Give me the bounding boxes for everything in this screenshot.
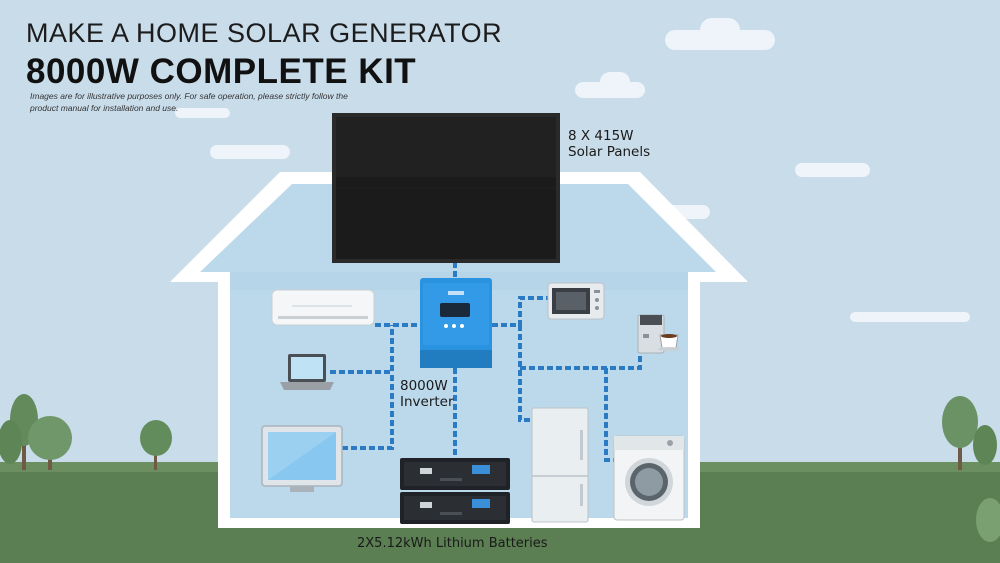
disclaimer-text: Images are for illustrative purposes onl…	[30, 91, 348, 113]
cloud	[600, 72, 630, 92]
washing-machine-icon	[613, 435, 685, 521]
tree-icon	[942, 396, 997, 470]
inverter	[420, 278, 492, 368]
cloud	[700, 18, 740, 42]
monitor-icon	[261, 425, 343, 492]
battery-label: 2X5.12kWh Lithium Batteries	[357, 536, 548, 551]
heading-line1: MAKE A HOME SOLAR GENERATOR	[26, 18, 503, 48]
laptop-icon	[280, 354, 334, 390]
tree-icon	[976, 498, 1000, 542]
tree-icon	[140, 420, 172, 470]
inverter-label: 8000W Inverter	[400, 378, 454, 410]
heading-line2: 8000W COMPLETE KIT	[26, 52, 417, 91]
air-conditioner-icon	[271, 289, 375, 326]
solar-panel	[332, 113, 560, 263]
battery-icon	[400, 492, 510, 524]
refrigerator-icon	[531, 407, 589, 523]
microwave-icon	[547, 282, 605, 320]
solar-panels-label: 8 X 415W Solar Panels	[568, 128, 651, 160]
cloud	[850, 312, 970, 322]
cloud	[795, 163, 870, 177]
tree-icon	[0, 394, 72, 470]
battery-icon	[400, 458, 510, 490]
coffee-machine-icon	[637, 314, 680, 354]
cloud	[210, 145, 290, 159]
cloud	[175, 108, 230, 118]
